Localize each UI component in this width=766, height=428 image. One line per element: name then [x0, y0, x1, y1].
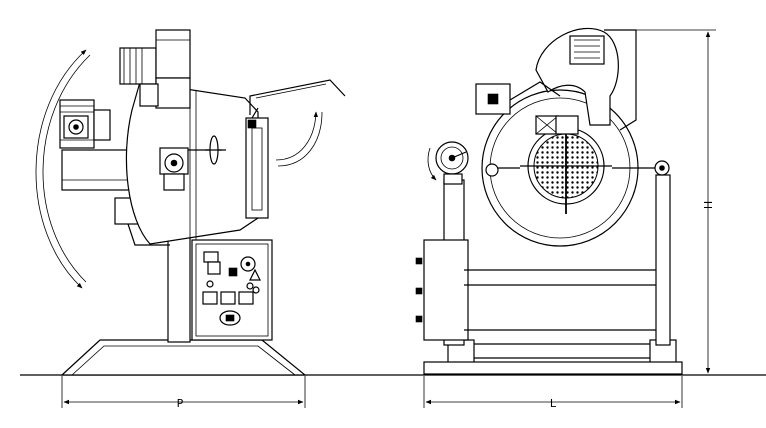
dimension-l-label: L: [550, 397, 557, 410]
dimension-p-label: P: [177, 397, 184, 410]
front-blower: [535, 27, 637, 131]
side-rotation-arrow: [35, 49, 87, 289]
side-base: [60, 339, 307, 376]
side-lower-motor: [59, 99, 111, 149]
front-cabinet: [423, 239, 469, 341]
front-view: [415, 27, 683, 375]
side-handwheel: [159, 135, 226, 191]
side-drum: [125, 81, 259, 245]
dimension-h: H: [604, 29, 716, 376]
dimension-p: P: [61, 376, 306, 410]
dimension-l: L: [423, 376, 683, 410]
front-right-column: [655, 174, 671, 346]
front-handwheel: [427, 141, 469, 185]
side-view: [35, 29, 346, 376]
side-lid-arrow: [275, 111, 319, 161]
side-top-motor: [119, 29, 191, 109]
front-drum: [481, 89, 670, 247]
side-control-panel: [191, 239, 273, 341]
front-bracket: [475, 81, 561, 115]
side-handle: [249, 79, 346, 115]
dimension-h-label: H: [702, 201, 715, 209]
side-door: [245, 107, 269, 219]
